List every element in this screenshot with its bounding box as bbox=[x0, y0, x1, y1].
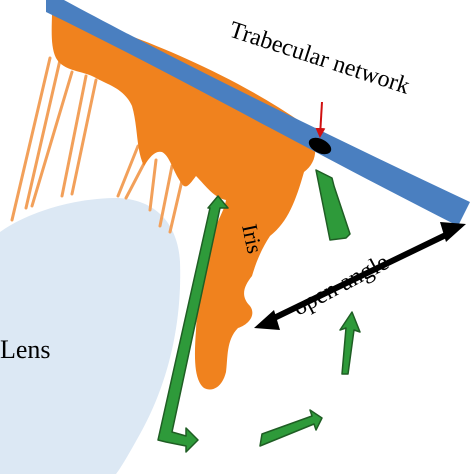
flow-arrow-down-right bbox=[157, 195, 229, 453]
flow-arrow-up-meshwork bbox=[315, 169, 351, 241]
open-angle-label: open angle bbox=[289, 249, 394, 321]
lens-body bbox=[0, 198, 181, 474]
trabecular-meshwork bbox=[308, 137, 332, 155]
flow-arrow-up-mid bbox=[339, 311, 361, 375]
iris-label: Iris bbox=[237, 222, 268, 256]
flow-arrow-diagonal bbox=[259, 409, 323, 447]
lens-label: Lens bbox=[0, 335, 51, 364]
trabecular-pointer bbox=[315, 101, 326, 138]
zonule-fibers bbox=[10, 56, 186, 234]
cornea-band bbox=[46, 0, 470, 226]
aqueous-flow-arrows bbox=[157, 169, 361, 453]
trabecular-label: Trabecular network bbox=[226, 17, 413, 100]
open-angle-arrow bbox=[254, 222, 466, 330]
